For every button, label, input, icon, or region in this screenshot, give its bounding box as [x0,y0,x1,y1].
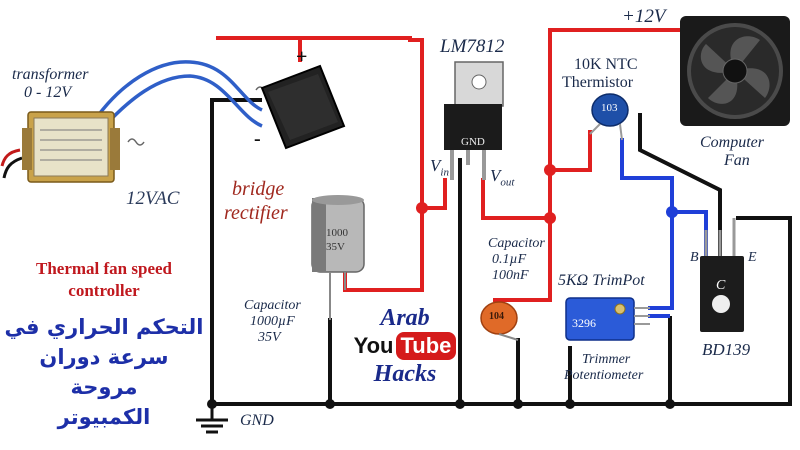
logo-you: You [353,333,394,358]
ac-symbol-icon [127,86,273,146]
ntc-code-label: 103 [601,102,618,114]
capacitor-100nf [480,301,519,341]
ac-wires [86,60,263,140]
trimpot-code: 3296 [572,316,596,330]
thermistor-label: Thermistor [562,74,634,91]
pin-e-label: E [748,250,757,265]
plus12-label: +12V [622,6,666,27]
title-ar-line-3: الكمبيوتر [57,405,151,429]
transistor-label: BD139 [702,340,751,359]
cap-big-voltage: 35V [258,330,281,345]
vin-text: V [430,156,441,175]
pin-c-label: C [716,278,726,293]
cap-big-body-text: 1000 35V [326,227,348,253]
vin-sub: in [440,166,449,179]
regulator-gnd-pin-label: GND [461,136,485,148]
transformer [22,111,120,183]
trimmer-label: Trimmer [582,352,631,367]
title-arabic: التحكم الحراري في سرعة دوران مروحة الكمب… [4,312,204,432]
capacitor-1000uf [311,195,365,320]
regulator-label: LM7812 [440,36,505,57]
computer-fan-icon [680,16,790,126]
transformer-label: transformer [12,66,89,83]
bd139-transistor [700,218,744,332]
junction-dots [207,164,678,409]
gnd-label: GND [240,412,274,429]
vin-label: Vin [430,156,449,178]
bridge-label: bridge [232,178,285,200]
pin-b-label: B [690,250,699,265]
positive-wires [216,28,692,302]
logo-tube: Tube [395,332,457,360]
fan-label-2: Fan [724,152,750,169]
trimpot-title: 5KΩ TrimPot [558,272,645,289]
bridge-minus-sign: - [254,128,261,150]
vout-sub: out [500,176,515,189]
bridge-plus-sign: + [296,46,308,68]
title-en-line-2: controller [68,281,140,300]
trimpot [565,297,650,341]
ground-wires [210,98,792,406]
title-ar-line-2: سرعة دوران مروحة [39,345,169,399]
ntc-thermistor [589,93,629,141]
transformer-voltage-label: 0 - 12V [24,84,72,101]
cap-big-value: 1000µF [250,314,295,329]
vout-label: Vout [490,166,514,188]
vac-label: 12VAC [126,188,180,209]
logo-line-1: Arab [380,305,430,331]
cap-small-value: 0.1µF [492,252,527,267]
potentiometer-label: Potentiometer [564,368,644,383]
ground-symbol [196,404,228,434]
fan-label: Computer [700,134,764,151]
cap-small-value-2: 100nF [492,268,529,283]
cap-big-label: Capacitor [244,298,301,313]
title-ar-line-1: التحكم الحراري في [4,315,204,339]
title-english: Thermal fan speed controller [6,258,202,302]
vout-text: V [490,166,501,185]
cap-small-label: Capacitor [488,236,545,251]
logo-line-3: Hacks [373,361,437,387]
rectifier-label: rectifier [224,202,288,224]
ntc-label: 10K NTC [574,56,638,73]
lm7812-regulator [444,61,504,180]
title-en-line-1: Thermal fan speed [36,259,172,278]
cap-small-code: 104 [489,311,504,322]
transformer-primary-leads [0,148,23,179]
bridge-rectifier [260,64,346,150]
